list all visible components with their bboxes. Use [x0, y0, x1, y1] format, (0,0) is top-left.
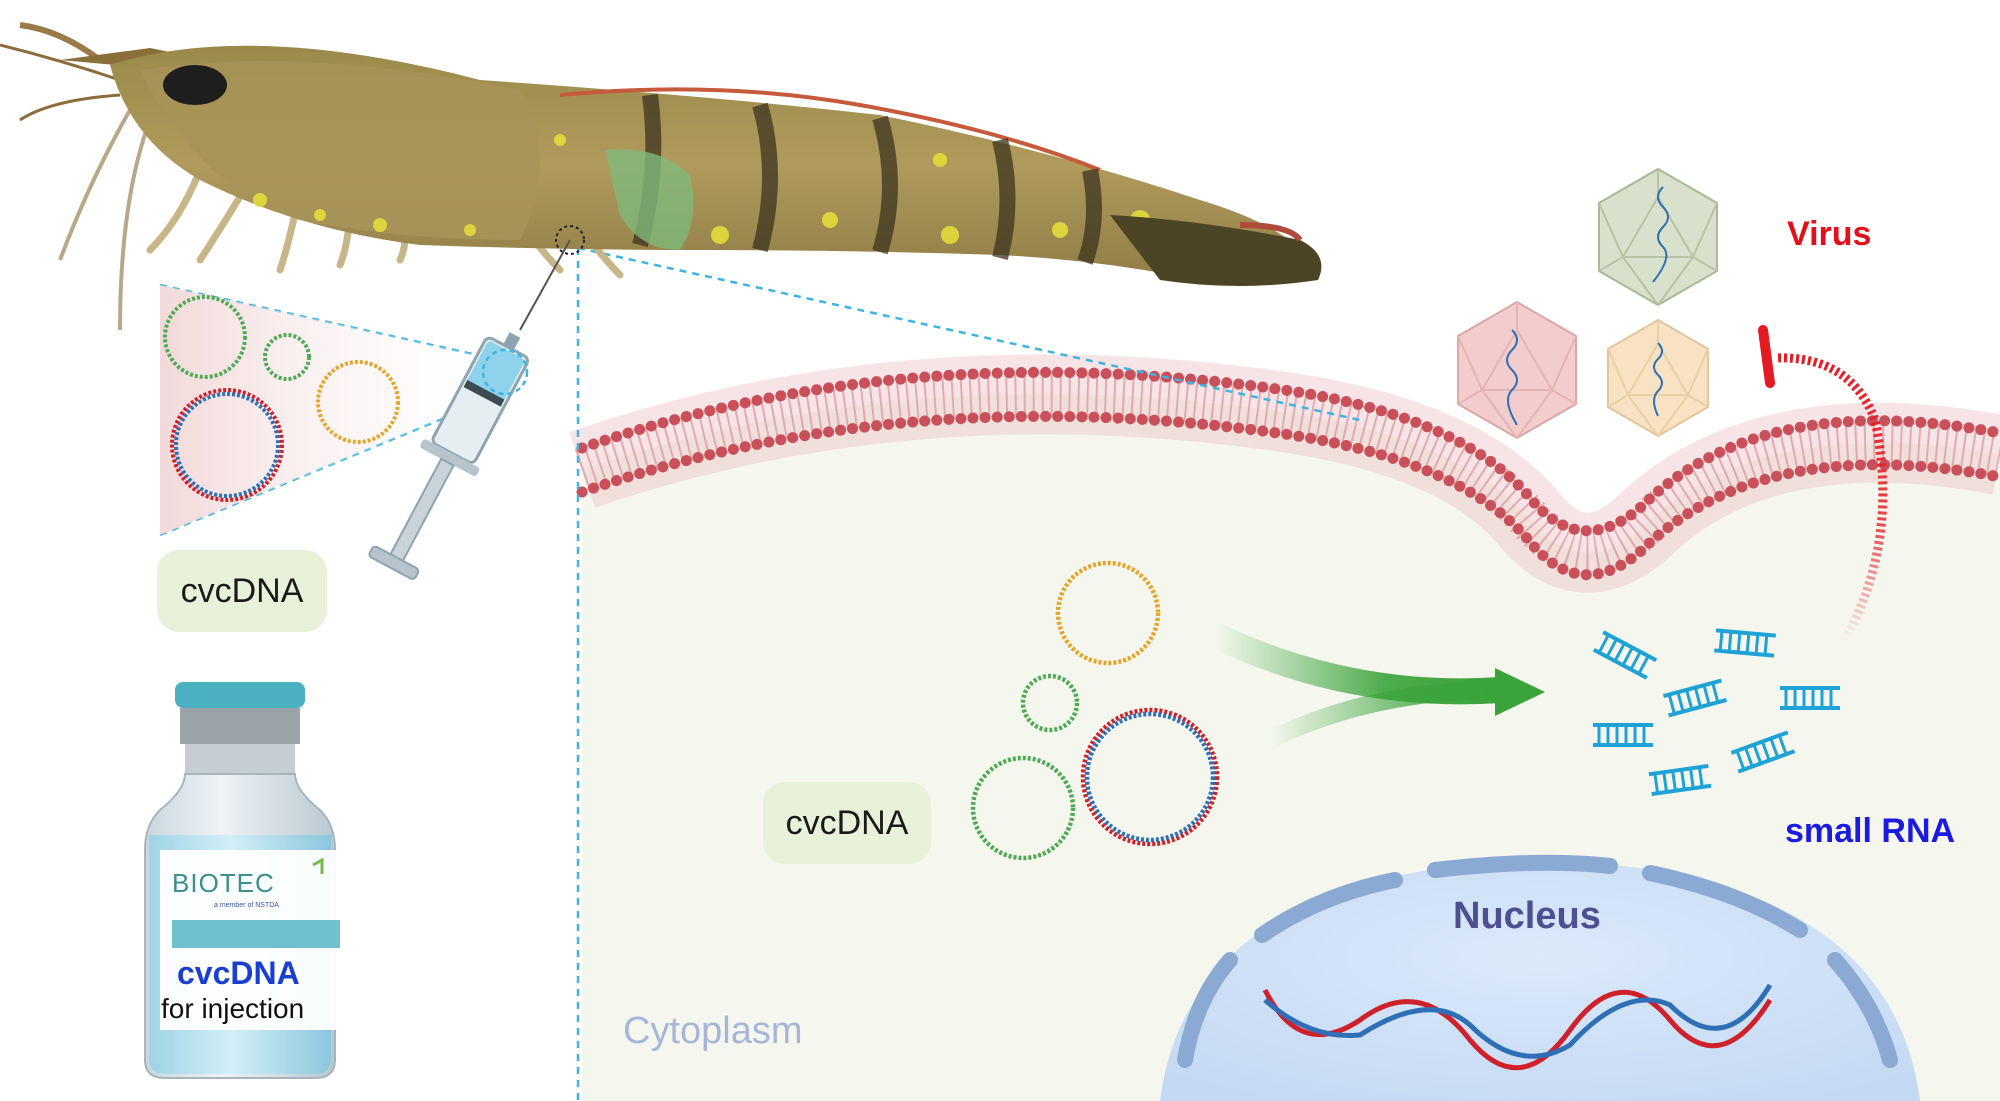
virus-green	[1598, 167, 1718, 307]
syringe-zoom-marker	[481, 348, 529, 396]
cvcdna-center-label: cvcDNA	[785, 803, 909, 842]
small-rna-group	[1592, 628, 1840, 797]
inhibition-symbol	[1758, 325, 1888, 643]
plasmid-yellow	[316, 360, 400, 444]
vial-product: cvcDNA	[177, 955, 300, 991]
nucleus	[1160, 854, 1920, 1101]
plasmid-red-blue	[1080, 707, 1220, 847]
rna-duplex	[1593, 723, 1653, 747]
wedge-plasmids	[163, 295, 400, 502]
virus-red	[1457, 300, 1577, 440]
shrimp-illustration	[0, 22, 1322, 331]
small-rna-label: small RNA	[1785, 812, 1956, 850]
cytoplasm-label: Cytoplasm	[623, 1010, 803, 1052]
vial-icon	[144, 682, 340, 1079]
plasmid-green-small	[263, 333, 311, 381]
shrimp-eye	[163, 65, 227, 105]
plasmid-red-blue-strand	[1084, 711, 1216, 843]
injection-site-marker	[555, 225, 585, 255]
rna-duplex	[1714, 628, 1776, 658]
plasmid-green-large	[970, 755, 1076, 861]
cvcdna-left-label: cvcDNA	[180, 571, 304, 610]
cell-membrane	[568, 354, 2000, 593]
rna-duplex	[1648, 763, 1712, 797]
cvcdna-pill-center: cvcDNA	[763, 782, 931, 864]
vial-brand: BIOTEC	[172, 868, 275, 898]
vial-usage: for injection	[161, 993, 305, 1024]
plasmid-green-small	[1020, 673, 1080, 733]
plasmid-yellow	[1055, 560, 1161, 666]
virus-label: Virus	[1787, 215, 1872, 253]
vial-cap	[175, 682, 305, 708]
cytoplasm-plasmids	[970, 560, 1220, 861]
plasmid-red-blue-strand	[174, 392, 280, 498]
expression-arrow	[1202, 622, 1545, 749]
rna-duplex	[1662, 678, 1728, 718]
cvcdna-pill-left: cvcDNA	[157, 550, 327, 632]
rna-duplex	[1592, 630, 1658, 680]
nucleus-label: Nucleus	[1453, 895, 1601, 937]
plasmid-red-blue	[170, 388, 284, 502]
virus-yellow	[1607, 318, 1709, 438]
nuclear-envelope	[1177, 854, 1898, 1068]
syringe-icon	[368, 239, 571, 580]
chromosomal-dna	[1262, 983, 1773, 1070]
rna-duplex	[1780, 686, 1840, 710]
plasmid-green-large	[163, 295, 247, 379]
vial-brand-sub: a member of NSTDA	[214, 902, 279, 909]
rna-duplex	[1730, 730, 1796, 774]
